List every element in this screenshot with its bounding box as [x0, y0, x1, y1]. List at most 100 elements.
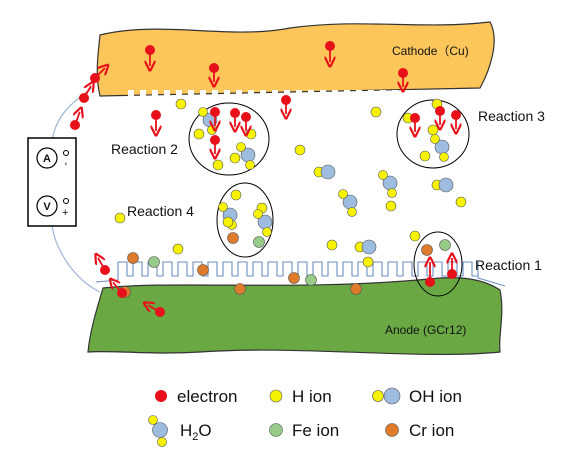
electron	[281, 95, 291, 105]
electron	[90, 73, 100, 83]
h-ion	[229, 152, 241, 164]
fe-ion	[305, 274, 317, 286]
reaction1-label: Reaction 1	[475, 257, 542, 273]
fe-ion	[439, 239, 451, 251]
legend-h-ion-icon	[269, 389, 283, 403]
oh-oxygen	[320, 164, 336, 180]
cathode-tooth	[212, 90, 218, 97]
water-hydrogen	[236, 142, 246, 152]
fe-ion	[148, 256, 160, 268]
cathode-tooth	[224, 90, 230, 97]
reaction3-label: Reaction 3	[478, 108, 545, 124]
legend-oh-ion-hydrogen-icon	[372, 390, 384, 402]
h-ion	[326, 239, 338, 251]
cathode-tooth	[440, 90, 446, 97]
cathode-tooth	[416, 90, 422, 97]
cathode-tooth	[320, 90, 326, 97]
meter-box: A V - +	[27, 137, 77, 227]
legend-cr-ion-icon	[385, 423, 399, 437]
cathode-tooth	[140, 90, 146, 97]
cathode-surface-pattern	[128, 90, 470, 97]
cr-ion	[227, 232, 239, 244]
water-hydrogen	[338, 189, 348, 199]
electron	[79, 93, 89, 103]
fe-ion	[253, 236, 265, 248]
legend-electron-icon	[155, 390, 167, 402]
legend-cr-ion-label: Cr ion	[409, 421, 454, 440]
legend-h2o-label: H2O	[180, 421, 212, 443]
cathode-tooth	[380, 90, 386, 97]
reaction4-label: Reaction 4	[127, 203, 194, 219]
electron	[230, 108, 240, 118]
h-ion	[294, 144, 306, 156]
h-ion	[172, 243, 184, 255]
electron	[398, 68, 408, 78]
h-ion	[455, 196, 467, 208]
h-ion	[222, 216, 234, 228]
h-ion	[362, 256, 374, 268]
electron	[210, 107, 220, 117]
cathode-tooth	[308, 90, 314, 97]
cathode-tooth	[248, 90, 254, 97]
cathode-tooth	[188, 90, 194, 97]
water-hydrogen	[430, 134, 440, 144]
electron	[451, 110, 461, 120]
water-hydrogen	[207, 125, 217, 135]
ammeter-symbol: A	[43, 153, 51, 165]
h-ion	[419, 150, 431, 162]
positive-terminal-label: +	[62, 207, 68, 219]
water-hydrogen	[387, 188, 397, 198]
electron	[410, 113, 420, 123]
legend-oh-ion-label: OH ion	[409, 387, 462, 406]
h-ion	[427, 124, 439, 136]
water-hydrogen	[439, 152, 449, 162]
cathode-plate	[96, 21, 495, 97]
reaction2-label: Reaction 2	[111, 141, 178, 157]
cathode-tooth	[152, 90, 158, 97]
voltmeter-icon	[36, 195, 58, 217]
oh-oxygen	[361, 239, 377, 255]
water-hydrogen	[198, 107, 208, 117]
cathode-tooth	[200, 90, 206, 97]
legend-electron-label: electron	[177, 387, 237, 406]
electron	[70, 120, 80, 130]
h-ion	[370, 106, 382, 118]
cathode-tooth	[368, 90, 374, 97]
legend-oh-ion-oxygen-icon	[383, 387, 401, 405]
cathode-tooth	[260, 90, 266, 97]
cathode-label: Cathode（Cu)	[392, 44, 469, 58]
cr-ion	[350, 283, 362, 295]
h-ion	[409, 230, 421, 242]
cathode-tooth	[404, 90, 410, 97]
legend-h2o-hydrogen-icon	[157, 437, 167, 447]
anode-plate	[87, 277, 503, 356]
electron	[425, 277, 435, 287]
electron	[117, 288, 127, 298]
cathode-tooth	[296, 90, 302, 97]
cr-ion	[288, 272, 300, 284]
legend: electron H ion OH ion H2O Fe ion Cr ion	[148, 387, 462, 447]
cathode-tooth	[392, 90, 398, 97]
negative-terminal-label: -	[60, 162, 72, 166]
reaction3-ellipse	[396, 99, 470, 169]
cathode-tooth	[332, 90, 338, 97]
water-hydrogen	[378, 170, 388, 180]
cathode-tooth	[356, 90, 362, 97]
legend-h2o-hydrogen-icon	[148, 415, 158, 425]
cr-ion	[421, 244, 433, 256]
electron	[209, 63, 219, 73]
h-ion	[114, 212, 126, 224]
h-ion	[193, 128, 205, 140]
electron	[151, 110, 161, 120]
reaction2-ellipse	[188, 102, 270, 176]
cathode-tooth	[164, 90, 170, 97]
reaction1-ellipse	[413, 231, 463, 297]
anode-label: Anode (GCr12)	[385, 323, 466, 337]
cr-ion	[234, 283, 246, 295]
cathode-tooth	[428, 90, 434, 97]
legend-fe-ion-label: Fe ion	[292, 421, 339, 440]
electron	[241, 112, 251, 122]
water-hydrogen	[218, 202, 228, 212]
cr-ion	[127, 252, 139, 264]
